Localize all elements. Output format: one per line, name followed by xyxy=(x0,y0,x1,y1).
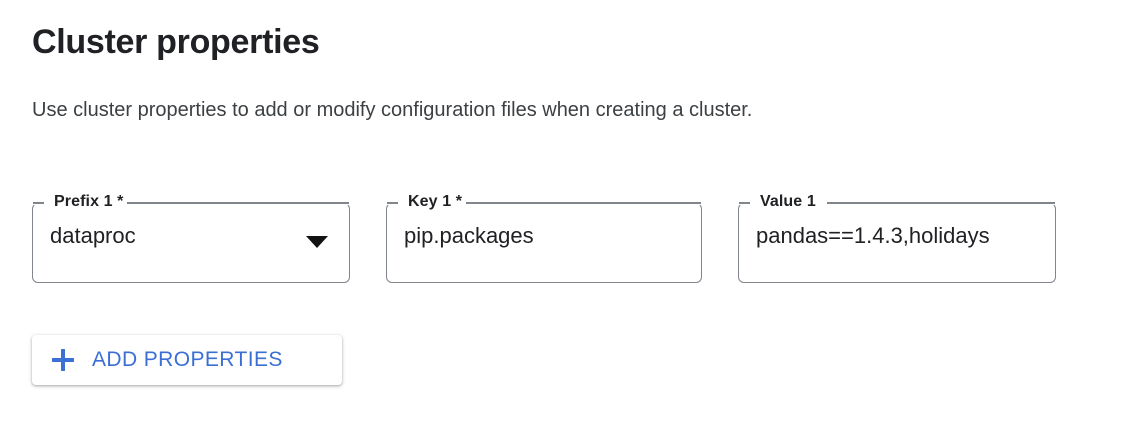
prefix-field-label: Prefix 1 * xyxy=(50,192,128,212)
value-field-value: pandas==1.4.3,holidays xyxy=(756,223,990,248)
add-properties-button[interactable]: ADD PROPERTIES xyxy=(32,335,342,385)
key-field-label: Key 1 * xyxy=(404,192,467,212)
page-title: Cluster properties xyxy=(32,23,320,61)
outline-top-right-segment xyxy=(827,202,1055,204)
outline-top-left-segment xyxy=(33,202,44,204)
value-field-label: Value 1 xyxy=(756,192,820,212)
value-field[interactable]: Value 1 pandas==1.4.3,holidays xyxy=(738,192,1056,283)
outline-top-left-segment xyxy=(739,202,750,204)
outline-top-right-segment xyxy=(458,202,701,204)
outline-top-left-segment xyxy=(387,202,398,204)
section-description: Use cluster properties to add or modify … xyxy=(32,99,753,121)
outline-top-right-segment xyxy=(121,202,349,204)
key-field[interactable]: Key 1 * pip.packages xyxy=(386,192,702,283)
chevron-down-icon[interactable] xyxy=(306,236,328,248)
plus-icon xyxy=(52,349,74,371)
prefix-field-value: dataproc xyxy=(50,223,136,248)
prefix-field[interactable]: Prefix 1 * dataproc xyxy=(32,192,350,283)
key-field-value: pip.packages xyxy=(404,223,534,248)
add-properties-button-label: ADD PROPERTIES xyxy=(92,348,283,371)
